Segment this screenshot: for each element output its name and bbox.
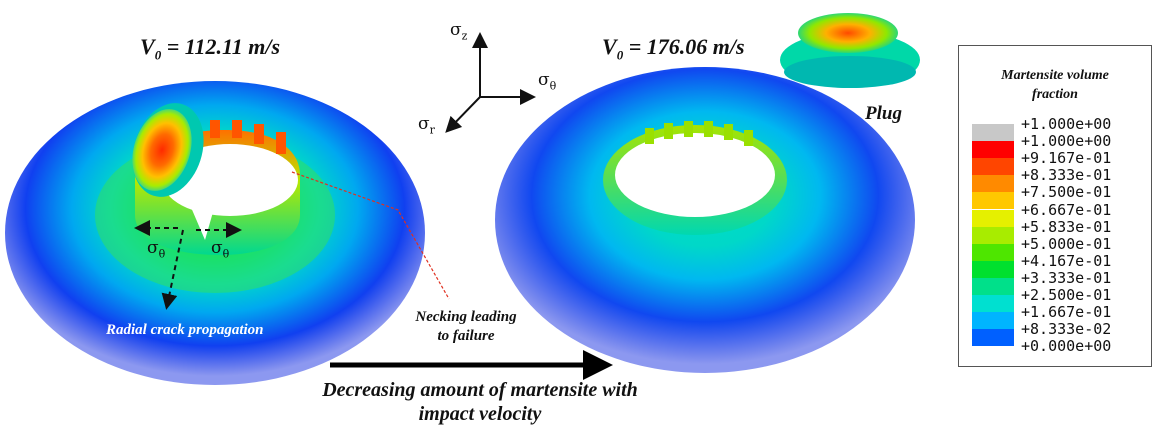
stress-label-left: σθ [147,238,166,261]
legend-title-line2: fraction [1032,87,1078,102]
legend-value: +9.167e-01 [1021,149,1112,168]
legend-swatch [972,124,1014,141]
legend-swatch [972,192,1014,210]
bottom-caption-line1: Decreasing amount of martensite with [322,379,638,401]
necking-label-line2: to failure [437,328,495,344]
legend-swatch [972,226,1014,244]
plug-base-shadow [784,56,916,88]
legend-value: +2.500e-01 [1021,286,1112,304]
legend-swatch [972,243,1014,261]
plug-top [798,13,898,53]
legend-value: +3.333e-01 [1021,268,1112,287]
left-crack-notch [190,205,215,240]
legend-value: +5.833e-01 [1021,217,1112,236]
axis-label-z: σz [450,20,468,43]
right-hole [615,133,775,217]
axis-label-r: σr [418,114,435,137]
legend-value: +1.000e+00 [1021,115,1112,133]
legend: Martensite volume fraction +1.000e+00+1.… [958,45,1152,367]
legend-value: +1.667e-01 [1021,303,1112,322]
stress-arrows [134,220,242,310]
legend-swatch [972,277,1014,295]
legend-swatch [972,158,1014,176]
left-plug-face [132,109,192,191]
legend-swatch [972,175,1014,193]
legend-value: +6.667e-01 [1021,200,1112,219]
legend-swatch [972,312,1014,330]
coordinate-axes [445,32,536,133]
plug-label: Plug [865,103,902,124]
legend-swatch [972,295,1014,312]
left-velocity-title: V0 = 112.11 m/s [140,34,281,63]
legend-value: +4.167e-01 [1021,251,1112,270]
legend-swatch [972,141,1014,159]
legend-value: +5.000e-01 [1021,234,1112,253]
legend-swatch [972,209,1014,227]
radial-crack-label: Radial crack propagation [106,322,264,338]
right-petals [645,121,753,146]
right-velocity-title: V0 = 176.06 m/s [602,34,745,63]
legend-value: +8.333e-02 [1021,320,1112,339]
legend-title-line1: Martensite volume [1001,68,1109,83]
necking-leader-line [291,171,450,300]
necking-label-line1: Necking leading [415,309,517,325]
bottom-caption: Decreasing amount of martensite with imp… [260,378,700,426]
legend-value: +7.500e-01 [1021,183,1112,202]
stress-label-right: σθ [211,238,230,261]
necking-label: Necking leading to failure [398,308,534,346]
legend-value: +1.000e+00 [1021,132,1112,151]
legend-value: +8.333e-01 [1021,166,1112,185]
legend-swatch [972,329,1014,347]
legend-swatch [972,260,1014,278]
bottom-caption-line2: impact velocity [418,403,542,425]
legend-value: +0.000e+00 [1021,337,1112,356]
axis-label-theta: σθ [538,70,557,93]
